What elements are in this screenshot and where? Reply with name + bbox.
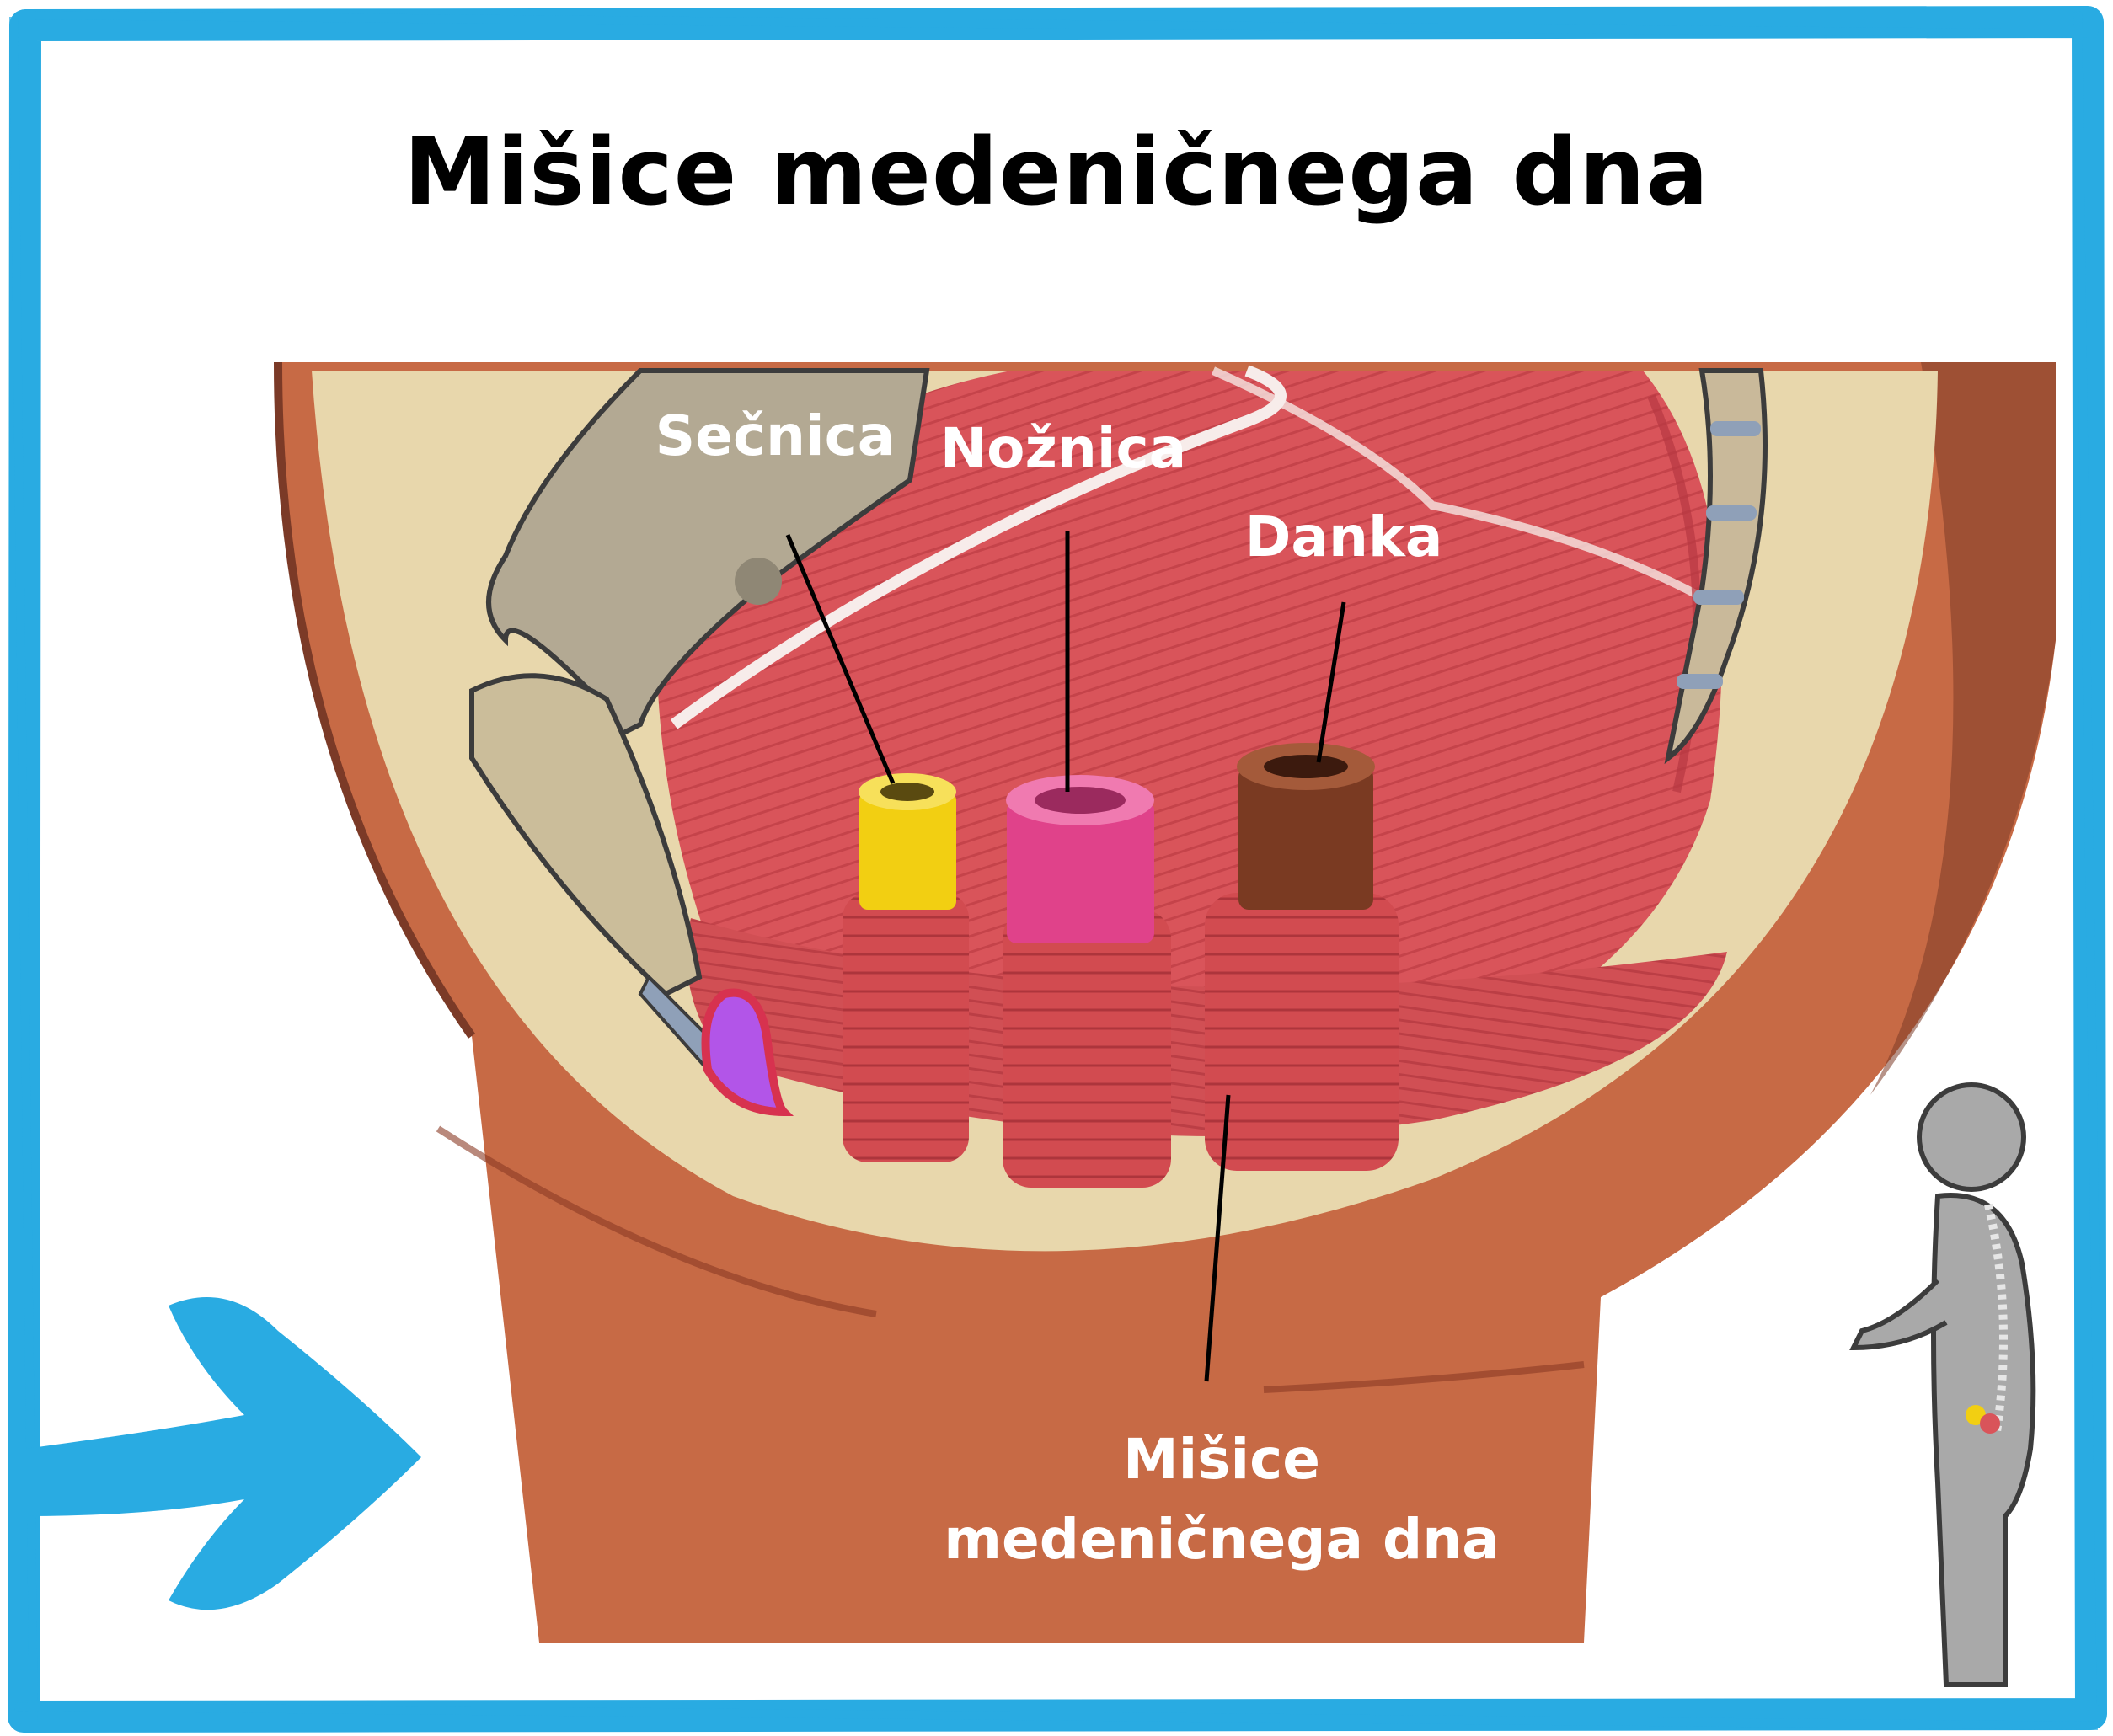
urethra-tube <box>843 773 969 1162</box>
vagina-tube <box>1003 775 1171 1188</box>
label-urethra: Sečnica <box>655 403 896 468</box>
label-rectum: Danka <box>1245 505 1443 569</box>
arrow-right-icon <box>25 1297 421 1610</box>
label-vagina: Nožnica <box>940 416 1186 481</box>
body-silhouette-icon <box>1854 1085 2033 1685</box>
label-pelvic-floor-line2: medeničnega dna <box>944 1507 1500 1572</box>
label-pelvic-floor-line1: Mišice <box>1123 1427 1320 1492</box>
